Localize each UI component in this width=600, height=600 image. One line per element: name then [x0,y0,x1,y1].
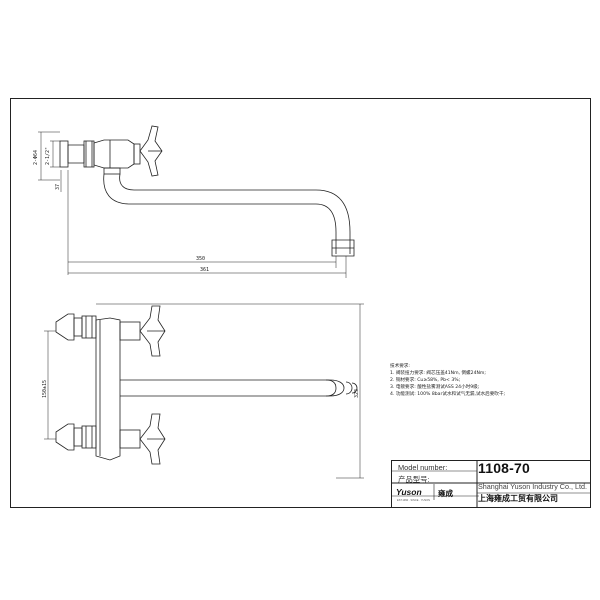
company-name-cn: 上海雍成工贸有限公司 [478,494,558,503]
note-line-2: 2. 铜材要求: Cu≥58%, Pb< 3%; [390,378,461,383]
dim-offset: 37 [55,184,61,190]
title-block-grid [391,460,591,508]
dim-length-total: 361 [200,267,209,273]
model-label-cn: 产品型号: [398,475,430,484]
brand-logo: Yuson [396,487,422,497]
note-line-3: 3. 电镀要求: 酸性盐雾测试ASS 24小时9级; [390,385,480,390]
dim-height-total: 2-Φ64 [33,150,39,165]
front-view [55,305,358,465]
note-line-1: 1. 阀装扭力要求: 阀芯压盖41Nm, 倒螺24Nm; [390,371,486,376]
drawing-frame [10,98,591,508]
note-line-4: 4. 功能测试: 100% 8bar试水和试气无漏,试水后要吹干; [390,392,506,397]
dim-centers: 150±15 [42,380,48,398]
side-view [59,125,355,257]
front-bottom-flange [55,423,75,451]
front-body [95,317,121,461]
front-top-nut [81,315,97,339]
side-nut [83,140,95,168]
side-spout-outer [103,173,337,254]
front-bottom-nut [81,425,97,449]
front-spout [120,379,345,397]
company-name-en: Shanghai Yuson Industry Co., Ltd. [478,482,587,491]
brand-logo-cn: 雍成 [438,489,453,498]
title-block: Model number: 产品型号: [391,460,591,508]
front-top-flange [55,313,75,341]
model-number: 1108-70 [478,460,531,476]
technical-notes: 技术要求: 1. 阀装扭力要求: 阀芯压盖41Nm, 倒螺24Nm; 2. 铜材… [390,363,590,398]
dim-height: 323 [354,389,360,398]
side-wall-flange [59,140,69,168]
model-label-en: Model number: [398,463,448,472]
brand-logo-sub: EST.1990 · SINCE · YUSON [397,499,430,502]
side-spout-inner [119,173,351,254]
side-aerator [331,239,355,257]
side-eccentric-fitting [67,144,85,164]
dim-height-inner: 2-1/2" [45,147,51,165]
dim-length-spout: 350 [196,256,205,262]
side-body [93,139,135,169]
notes-title: 技术要求: [390,364,410,369]
